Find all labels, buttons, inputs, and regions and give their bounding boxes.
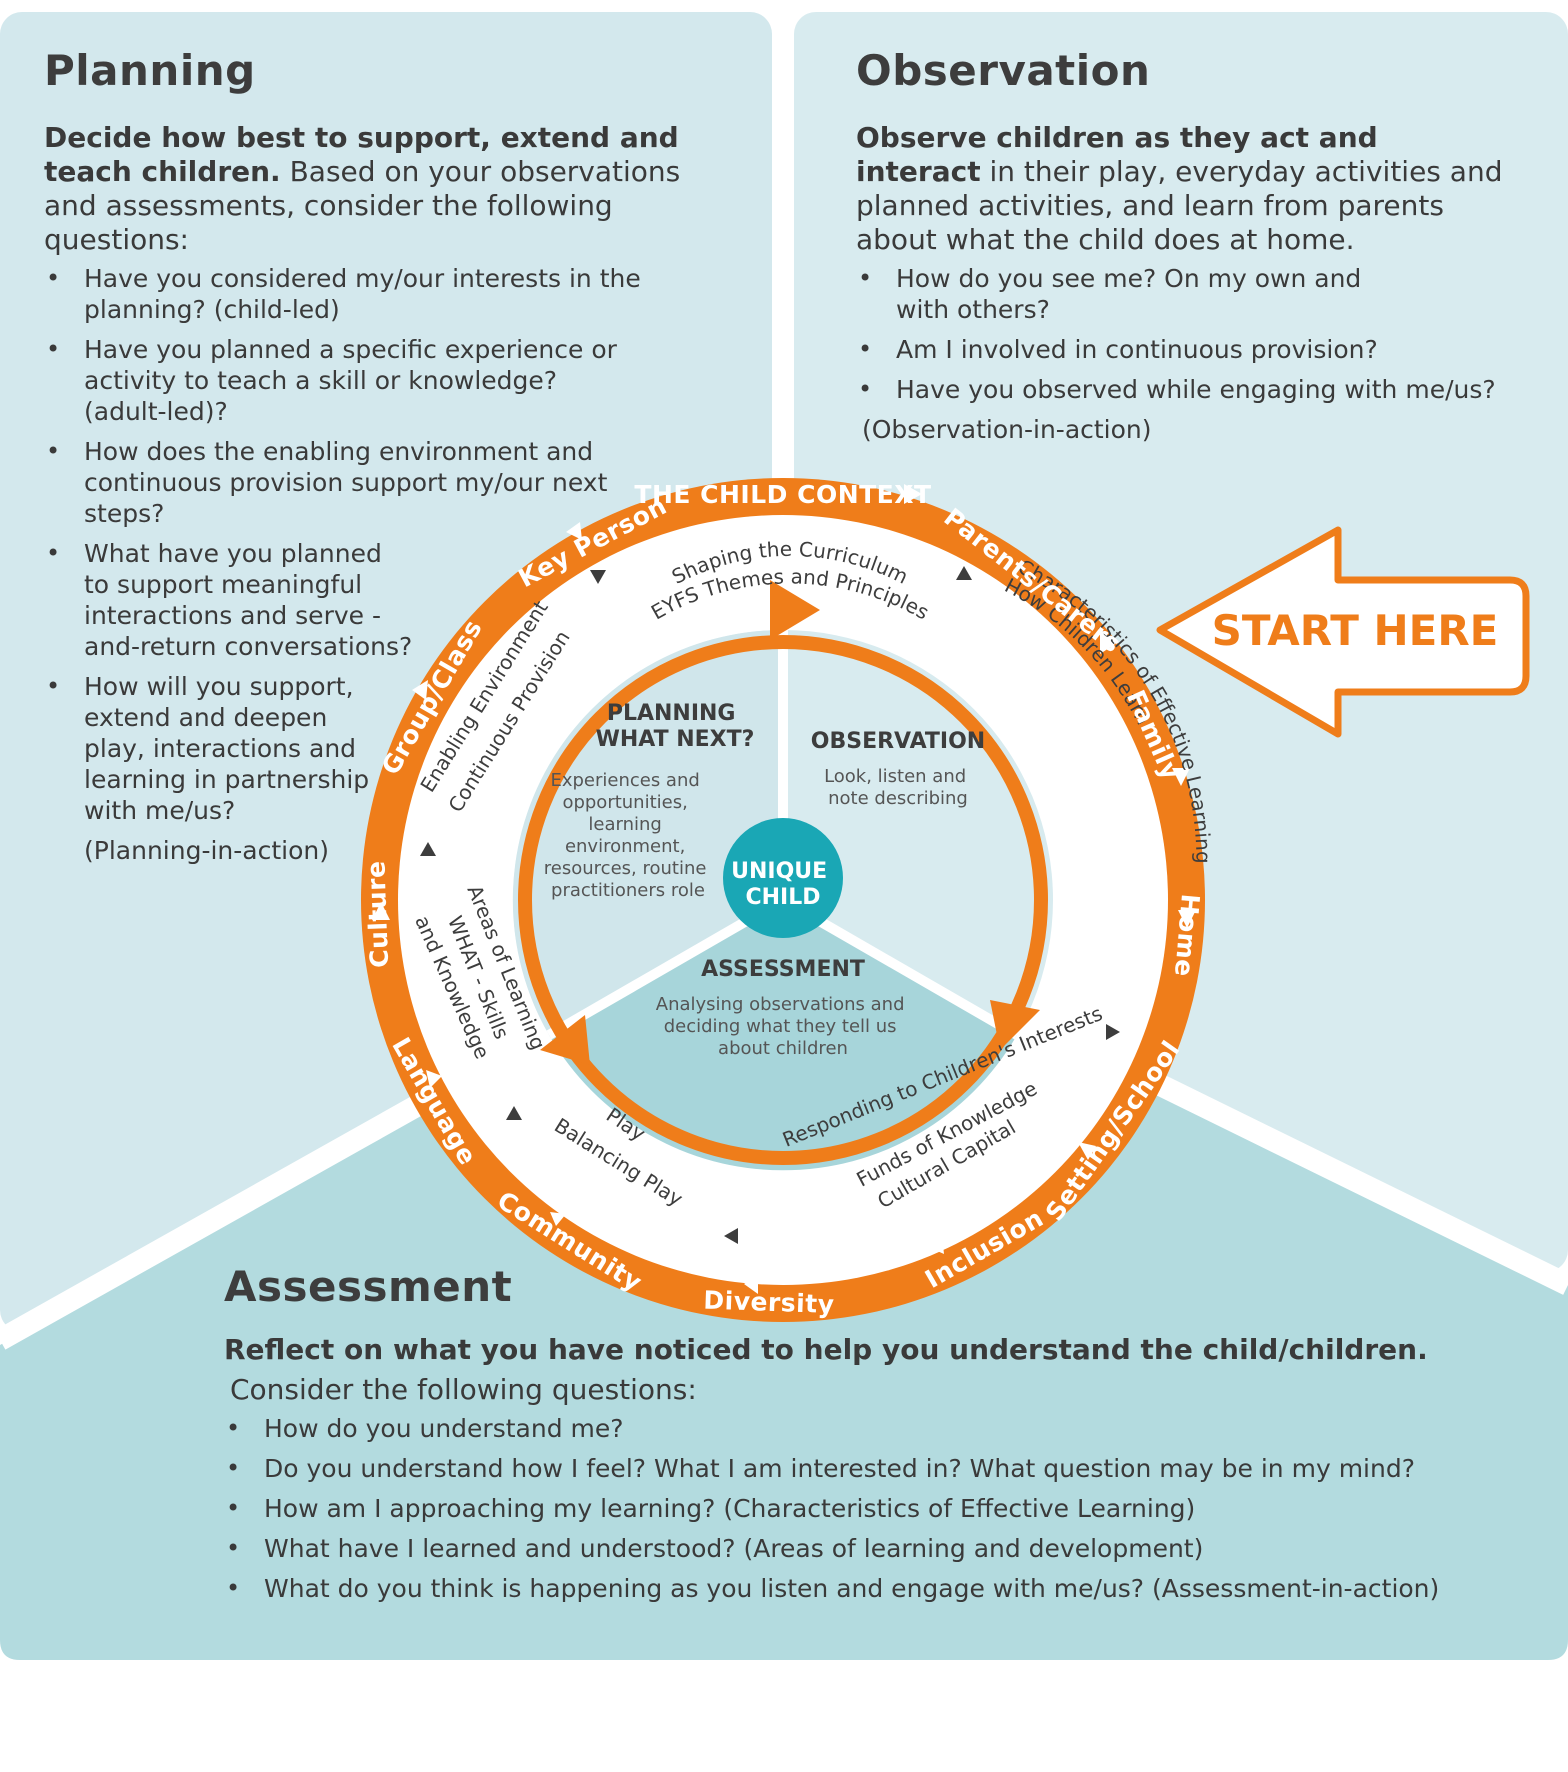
- assessment-question-4: What have I learned and understood? (Are…: [224, 1533, 1524, 1564]
- planning-lead-bold: Decide how best to support, extend and t…: [44, 121, 679, 188]
- ring-arrow-2-icon: [1100, 630, 1118, 654]
- inner-observation-title: OBSERVATION: [811, 729, 985, 754]
- ring-label-9: Culture: [361, 860, 394, 968]
- ring-arrow-6-icon: [926, 1236, 944, 1254]
- inner-assessment-desc: Analysing observations and deciding what…: [656, 994, 911, 1059]
- planning-section: Planning Decide how best to support, ext…: [44, 46, 704, 866]
- assessment-question-1: How do you understand me?: [224, 1413, 1524, 1444]
- inner-assessment-title: ASSESSMENT: [701, 957, 865, 982]
- band-arrow-1-icon: [590, 570, 606, 584]
- band-arrow-3-icon: [1106, 1024, 1120, 1040]
- planning-question-3: How does the enabling environment and co…: [44, 436, 624, 529]
- observation-lead: Observe children as they act and interac…: [856, 121, 1506, 257]
- observation-question-3: Have you observed while engaging with me…: [856, 374, 1506, 405]
- planning-lead: Decide how best to support, extend and t…: [44, 121, 704, 257]
- band-arrow-2-icon: [956, 566, 972, 580]
- ring-arrow-9-icon: [426, 1070, 442, 1088]
- planning-question-4: What have you planned to support meaning…: [44, 538, 414, 662]
- cycle-arrow-left-icon: [540, 1015, 590, 1065]
- ring-label-0: THE CHILD CONTEXT: [634, 480, 931, 509]
- assessment-heading: Assessment: [224, 1262, 513, 1311]
- inner-planning-title: PLANNING WHAT NEXT?: [596, 701, 755, 752]
- assessment-lead-bold-text: Reflect on what you have noticed to help…: [224, 1333, 1428, 1366]
- observation-questions: How do you see me? On my own and with ot…: [856, 263, 1506, 405]
- ring-arrow-8-icon: [550, 1212, 566, 1226]
- ring-arrow-3-icon: [1172, 768, 1190, 786]
- ring-label-3: Home: [1169, 893, 1205, 978]
- assessment-questions: How do you understand me? Do you underst…: [224, 1413, 1524, 1604]
- cycle-arrow-top-icon: [770, 580, 820, 640]
- ring-arrow-10-icon: [372, 902, 390, 920]
- planning-question-2: Have you planned a specific experience o…: [44, 334, 644, 427]
- ring-arrow-1-icon: [904, 484, 922, 504]
- observation-heading: Observation: [856, 46, 1151, 95]
- assessment-question-3: How am I approaching my learning? (Chara…: [224, 1493, 1524, 1524]
- planning-question-1: Have you considered my/our interests in …: [44, 263, 664, 325]
- assessment-lead-bold: Reflect on what you have noticed to help…: [224, 1333, 1524, 1367]
- observation-note: (Observation-in-action): [862, 415, 1152, 444]
- planning-question-5: How will you support, extend and deepen …: [44, 671, 374, 826]
- ring-arrow-4-icon: [1178, 910, 1196, 928]
- start-here-arrow: [1156, 526, 1530, 738]
- cycle-ring: [518, 635, 1048, 1165]
- band-arrow-6-icon: [420, 842, 436, 856]
- assessment-section: Assessment Reflect on what you have noti…: [224, 1262, 1524, 1613]
- assessment-question-2: Do you understand how I feel? What I am …: [224, 1453, 1524, 1484]
- cycle-arrow-right-icon: [990, 1000, 1040, 1050]
- ring-arrow-7-icon: [744, 1274, 758, 1294]
- band-arrow-4-icon: [724, 1228, 738, 1244]
- inner-planning-desc: Experiences and opportunities, learning …: [544, 770, 712, 901]
- band-arrow-5-icon: [506, 1106, 522, 1120]
- planning-note: (Planning-in-action): [84, 836, 329, 865]
- observation-section: Observation Observe children as they act…: [856, 46, 1506, 445]
- planning-heading: Planning: [44, 46, 256, 95]
- observation-lead-bold: Observe children as they act and interac…: [856, 121, 1378, 188]
- planning-questions: Have you considered my/our interests in …: [44, 263, 704, 826]
- ring-arrow-11-icon: [412, 680, 428, 700]
- ring-label-6: Diversity: [703, 1285, 835, 1319]
- unique-child-circle: [723, 818, 843, 938]
- observation-question-2: Am I involved in continuous provision?: [856, 334, 1506, 365]
- observation-lead-rest: in their play, everyday activities and p…: [856, 155, 1503, 256]
- observation-question-1: How do you see me? On my own and with ot…: [856, 263, 1416, 325]
- assessment-question-5: What do you think is happening as you li…: [224, 1573, 1524, 1604]
- inner-observation-desc: Look, listen and note describing: [824, 766, 972, 809]
- ring-arrow-5-icon: [1078, 1142, 1096, 1160]
- assessment-lead-rest: Consider the following questions:: [230, 1373, 697, 1406]
- planning-lead-rest: Based on your observations and assessmen…: [44, 155, 681, 256]
- start-here-label: START HERE: [1212, 606, 1499, 655]
- unique-child-label: UNIQUE CHILD: [731, 859, 835, 910]
